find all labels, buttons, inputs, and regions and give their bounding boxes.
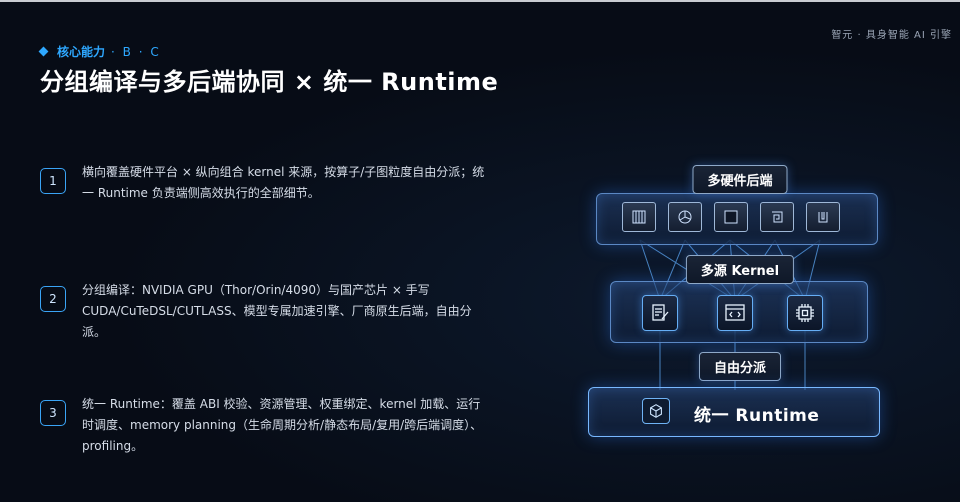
chip-circuit-icon — [806, 202, 840, 232]
point-text: 分组编译：NVIDIA GPU（Thor/Orin/4090）与国产芯片 × 手… — [82, 283, 472, 339]
runtime-label: 统一 Runtime — [694, 406, 820, 426]
brand-text: 智元 · 具身智能 AI 引擎 — [831, 30, 952, 41]
section-eyebrow: 核心能力 · B · C — [38, 43, 161, 60]
doc-edit-icon — [642, 295, 678, 331]
code-window-icon — [717, 295, 753, 331]
chip-spiral-icon — [760, 202, 794, 232]
point-number: 2 — [40, 286, 66, 312]
cube-icon — [642, 398, 670, 424]
point-text: 横向覆盖硬件平台 × 纵向组合 kernel 来源，按算子/子图粒度自由分派；统… — [82, 165, 485, 200]
eyebrow-sub: · B · C — [111, 44, 161, 59]
architecture-diagram: 多硬件后端 多源 Kernel 自由分派 统一 Runtime — [560, 155, 920, 485]
runtime-layer — [588, 387, 880, 437]
dispatch-label: 自由分派 — [698, 352, 782, 381]
top-divider — [0, 0, 960, 2]
point-1: 1 横向覆盖硬件平台 × 纵向组合 kernel 来源，按算子/子图粒度自由分派… — [40, 162, 490, 204]
chip-grid-icon — [622, 202, 656, 232]
point-number: 1 — [40, 168, 66, 194]
kernel-label: 多源 Kernel — [685, 255, 795, 284]
page-title: 分组编译与多后端协同 × 统一 Runtime — [40, 68, 499, 96]
eyebrow-label: 核心能力 — [57, 45, 106, 59]
chip-core-icon — [787, 295, 823, 331]
point-2: 2 分组编译：NVIDIA GPU（Thor/Orin/4090）与国产芯片 ×… — [40, 280, 490, 343]
diamond-icon — [38, 46, 49, 57]
chip-fan-icon — [668, 202, 702, 232]
point-number: 3 — [40, 400, 66, 426]
point-3: 3 统一 Runtime：覆盖 ABI 校验、资源管理、权重绑定、kernel … — [40, 394, 490, 457]
point-text: 统一 Runtime：覆盖 ABI 校验、资源管理、权重绑定、kernel 加载… — [82, 397, 483, 453]
hardware-label: 多硬件后端 — [692, 165, 788, 194]
chip-plain-icon — [714, 202, 748, 232]
